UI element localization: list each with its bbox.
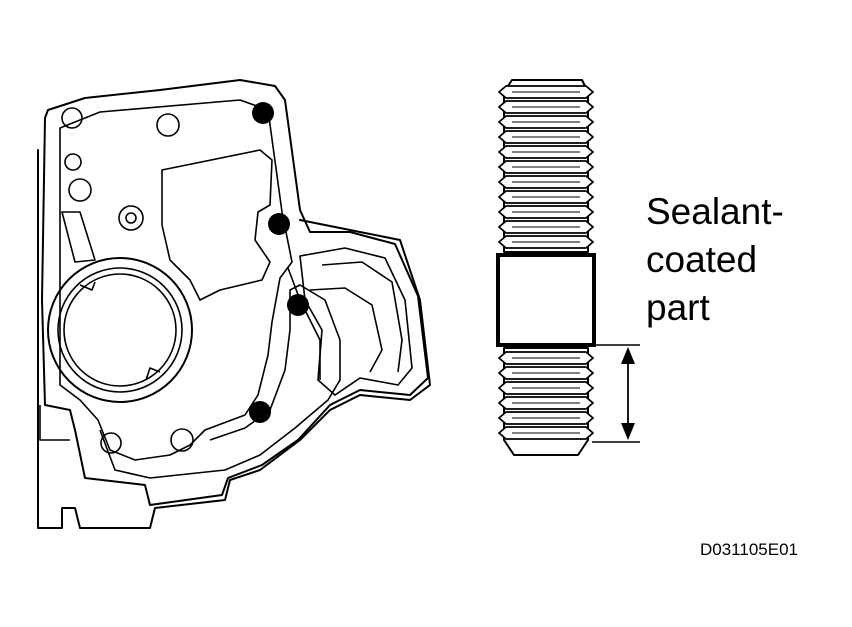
dimension-arrow-icon: [592, 344, 640, 443]
callout-line-1: Sealant-: [646, 191, 784, 232]
callout-line-2: coated: [646, 239, 757, 280]
callout-line-3: part: [646, 287, 710, 328]
housing-icon: [37, 79, 431, 529]
figure-code: D031105E01: [700, 540, 798, 559]
stud-bolt-icon: [496, 79, 596, 456]
